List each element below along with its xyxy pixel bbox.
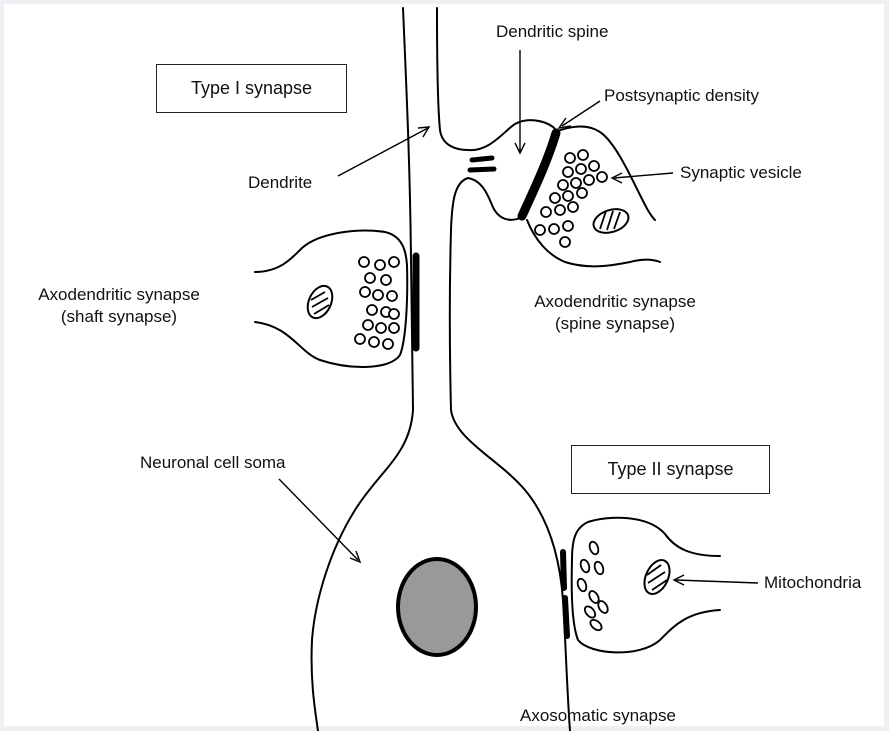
label-mitochondria: Mitochondria (764, 572, 861, 594)
axosomatic-density-1 (563, 552, 564, 588)
axosomatic-vesicles (576, 541, 610, 633)
cell-nucleus (398, 559, 476, 655)
label-axodendritic-spine-line1: Axodendritic synapse (510, 291, 720, 313)
dendrite-right-lower-outline (450, 178, 570, 731)
dendrite-right-upper-outline (437, 8, 468, 150)
label-axodendritic-spine-line2: (spine synapse) (510, 313, 720, 335)
type-ii-synapse-box: Type II synapse (571, 445, 770, 494)
mitochondria-arrow (676, 580, 758, 583)
label-dendrite: Dendrite (248, 172, 312, 194)
postsynaptic-density-arrow (562, 101, 600, 126)
shaft-synapse-vesicles (355, 257, 399, 349)
dendrite-arrow (338, 128, 428, 176)
soma-arrow (279, 479, 358, 560)
axosomatic-mitochondrion (639, 556, 674, 598)
label-axosomatic-synapse: Axosomatic synapse (520, 705, 676, 727)
label-axodendritic-spine: Axodendritic synapse (spine synapse) (510, 291, 720, 335)
label-neuronal-cell-soma: Neuronal cell soma (140, 452, 286, 474)
label-dendritic-spine: Dendritic spine (496, 21, 608, 43)
dendrite-left-outline (312, 8, 413, 731)
label-axodendritic-shaft-line1: Axodendritic synapse (8, 284, 230, 306)
type-i-synapse-box: Type I synapse (156, 64, 347, 113)
label-axodendritic-shaft-line2: (shaft synapse) (8, 306, 230, 328)
dendritic-spine-head-lower (468, 178, 520, 220)
label-synaptic-vesicle: Synaptic vesicle (680, 162, 802, 184)
spine-postsynaptic-density (522, 133, 556, 216)
shaft-synapse-mitochondrion (303, 282, 337, 322)
label-postsynaptic-density: Postsynaptic density (604, 85, 759, 107)
spine-apparatus (470, 158, 494, 170)
spine-synapse-mitochondrion (590, 205, 631, 237)
dendritic-spine-head (468, 120, 556, 150)
synaptic-vesicle-arrow (614, 173, 673, 178)
axosomatic-density-2 (565, 598, 567, 636)
label-axodendritic-shaft: Axodendritic synapse (shaft synapse) (8, 284, 230, 328)
